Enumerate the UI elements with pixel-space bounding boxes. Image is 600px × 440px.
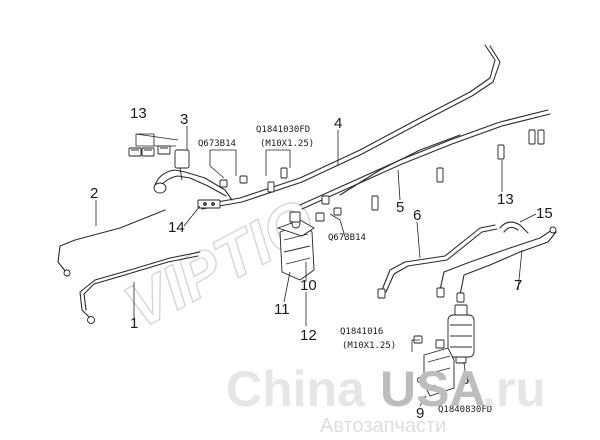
callout-12: 12	[300, 327, 317, 344]
callout-15: 15	[536, 205, 553, 222]
pipe-2	[57, 209, 166, 277]
brand-left: China	[226, 361, 366, 417]
callout-11: 11	[274, 301, 290, 318]
code-q1841016-thread: (M10X1.25)	[342, 341, 396, 351]
fuel-filter-8	[447, 304, 475, 364]
bracket-14	[197, 199, 221, 209]
fittings-mid	[315, 195, 342, 222]
callout-10: 10	[300, 277, 317, 294]
clips-13-left	[128, 145, 171, 157]
fuel-filter-10	[276, 211, 315, 281]
callout-13-left: 13	[130, 105, 147, 122]
fittings-top	[219, 167, 288, 193]
callout-8: 8	[461, 371, 469, 388]
code-q1840830fd: Q1840830FD	[438, 405, 492, 415]
clips-13-right	[371, 129, 545, 211]
callout-6: 6	[413, 207, 421, 224]
brand-mid: USA	[380, 361, 486, 417]
callout-13-right: 13	[497, 191, 514, 208]
callout-4: 4	[334, 115, 342, 132]
pipe-main-4	[199, 44, 501, 210]
pipe-7	[436, 226, 557, 303]
brand-sub: Автозапчасти	[320, 415, 446, 437]
callout-5: 5	[396, 199, 404, 216]
code-q1841030fd: Q1841030FD	[256, 125, 310, 135]
clip-15	[499, 221, 529, 234]
pipe-6	[377, 224, 498, 299]
callout-7: 7	[514, 277, 522, 294]
code-q1841016: Q1841016	[340, 327, 383, 337]
code-q673b14-top: Q673B14	[198, 139, 236, 149]
code-q673b14-mid: Q673B14	[328, 233, 366, 243]
code-q1841030fd-thread: (M10X1.25)	[260, 139, 314, 149]
bracket-9	[413, 335, 455, 397]
hose-assembly-3	[153, 149, 233, 201]
pipe-1	[79, 251, 201, 324]
callout-14: 14	[168, 219, 185, 236]
callout-1: 1	[130, 315, 138, 332]
callout-9: 9	[416, 405, 424, 422]
brand-right: .ru	[482, 361, 546, 417]
brand-watermark: China USA .ru Автозапчасти	[226, 361, 546, 437]
part-codes: Q673B14 Q1841030FD (M10X1.25) Q673B14 Q1…	[198, 125, 492, 415]
callout-numbers: 13 3 2 1 14 4 5 6 7 13 15 10 11 12 8 9	[90, 105, 553, 422]
leader-lines	[95, 126, 537, 407]
callout-2: 2	[90, 185, 98, 202]
callout-3: 3	[180, 111, 188, 128]
pipe-main-5	[299, 109, 551, 210]
